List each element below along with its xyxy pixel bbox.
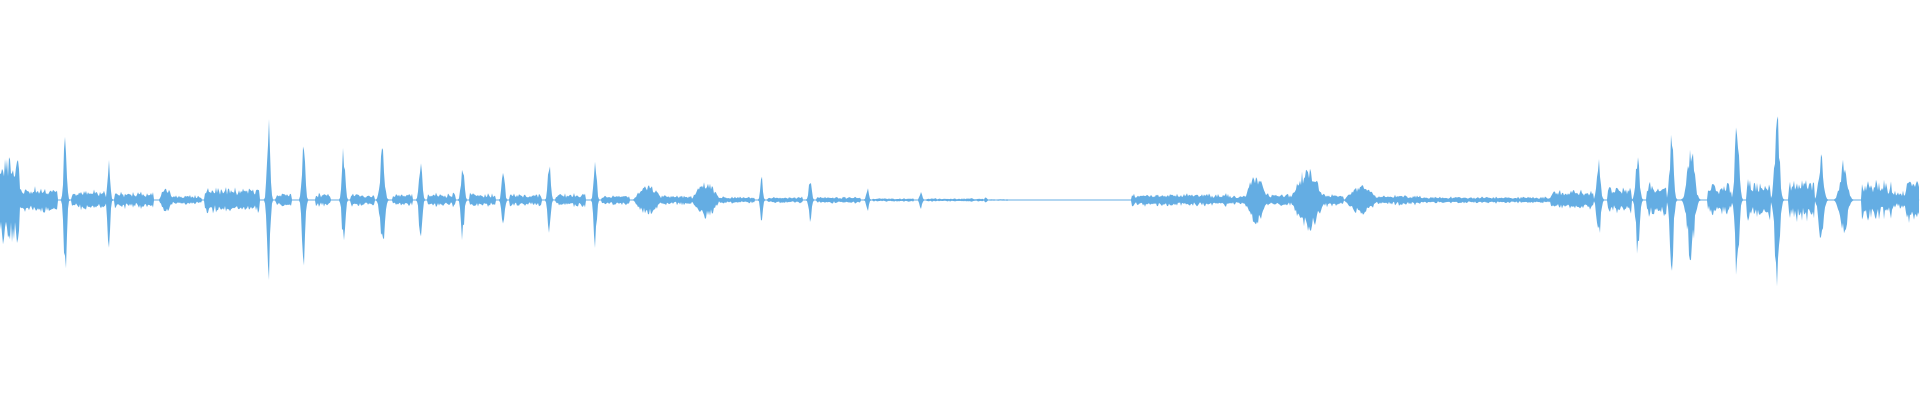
waveform-path — [0, 116, 1919, 287]
waveform-bars — [0, 116, 1920, 287]
